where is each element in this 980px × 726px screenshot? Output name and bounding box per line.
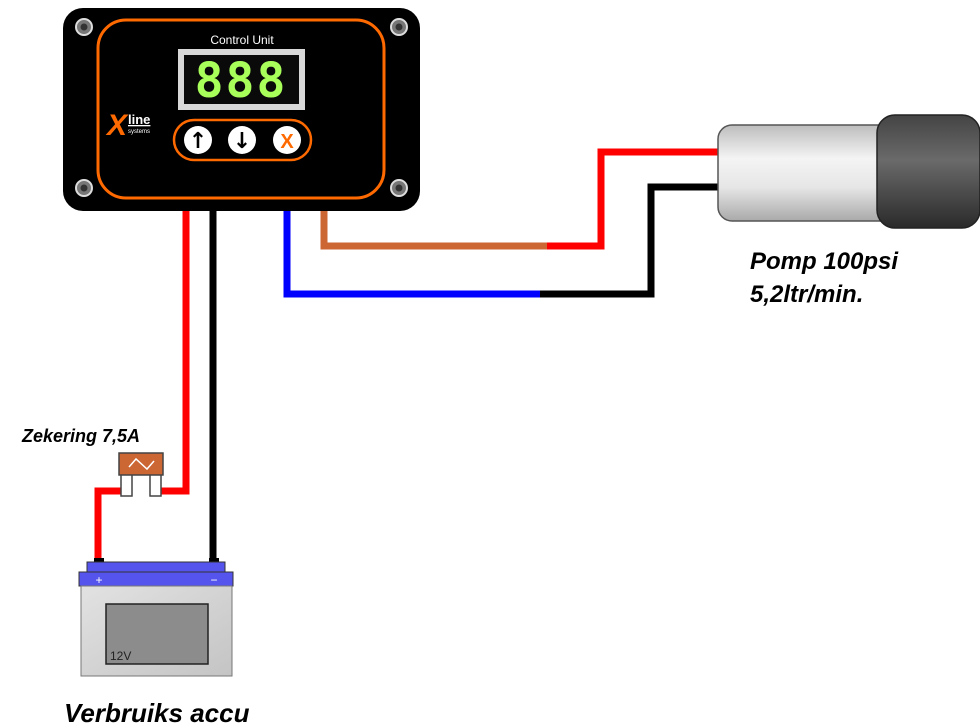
x-icon: X: [280, 131, 294, 153]
control-unit-title: Control Unit: [210, 33, 274, 47]
wire-red-to-pump: [547, 148, 720, 250]
fuse-label: Zekering 7,5A: [21, 426, 140, 446]
cancel-button[interactable]: X: [273, 126, 301, 154]
wire-blue: [283, 208, 540, 298]
wire-red-unit-to-fuse: [156, 208, 190, 495]
pump-cap: [876, 114, 980, 229]
pump: [717, 114, 980, 229]
pump-label-line2: 5,2ltr/min.: [750, 281, 863, 308]
screw-icon: [390, 18, 408, 36]
display-value: 888: [195, 53, 288, 109]
brand-sub: systems: [128, 129, 150, 135]
fuse: [118, 452, 164, 497]
battery-plus-sign: +: [95, 573, 102, 587]
fuse-symbol-icon: [128, 457, 155, 471]
brand-word: line: [128, 112, 150, 127]
wire-black-to-pump: [540, 183, 720, 298]
screw-icon: [75, 18, 93, 36]
battery-label: Verbruiks accu: [64, 698, 250, 726]
battery-voltage: 12V: [110, 649, 131, 663]
wire-orange: [320, 208, 547, 250]
screw-icon: [390, 179, 408, 197]
wire-red-fuse-to-battery: [94, 487, 129, 564]
wires: [94, 148, 720, 564]
up-button[interactable]: ↑: [184, 126, 212, 154]
arrow-up-icon: ↑: [189, 129, 207, 154]
battery-top-strip: [86, 561, 226, 573]
control-unit-orange-frame: [96, 18, 386, 200]
brand-letter: X: [105, 109, 129, 142]
battery-panel: [105, 603, 209, 665]
pump-body: [717, 124, 901, 222]
control-unit: Control Unit 888 X line systems ↑ ↓ X: [63, 8, 420, 211]
battery-minus-sign: −: [210, 573, 217, 587]
display-screen: [184, 55, 299, 104]
battery: + − 12V: [78, 558, 234, 677]
screw-icon: [75, 179, 93, 197]
xline-logo: X line systems: [105, 109, 150, 142]
pump-label-line1: Pomp 100psi: [750, 248, 899, 275]
arrow-down-icon: ↓: [233, 129, 251, 154]
down-button[interactable]: ↓: [228, 126, 256, 154]
